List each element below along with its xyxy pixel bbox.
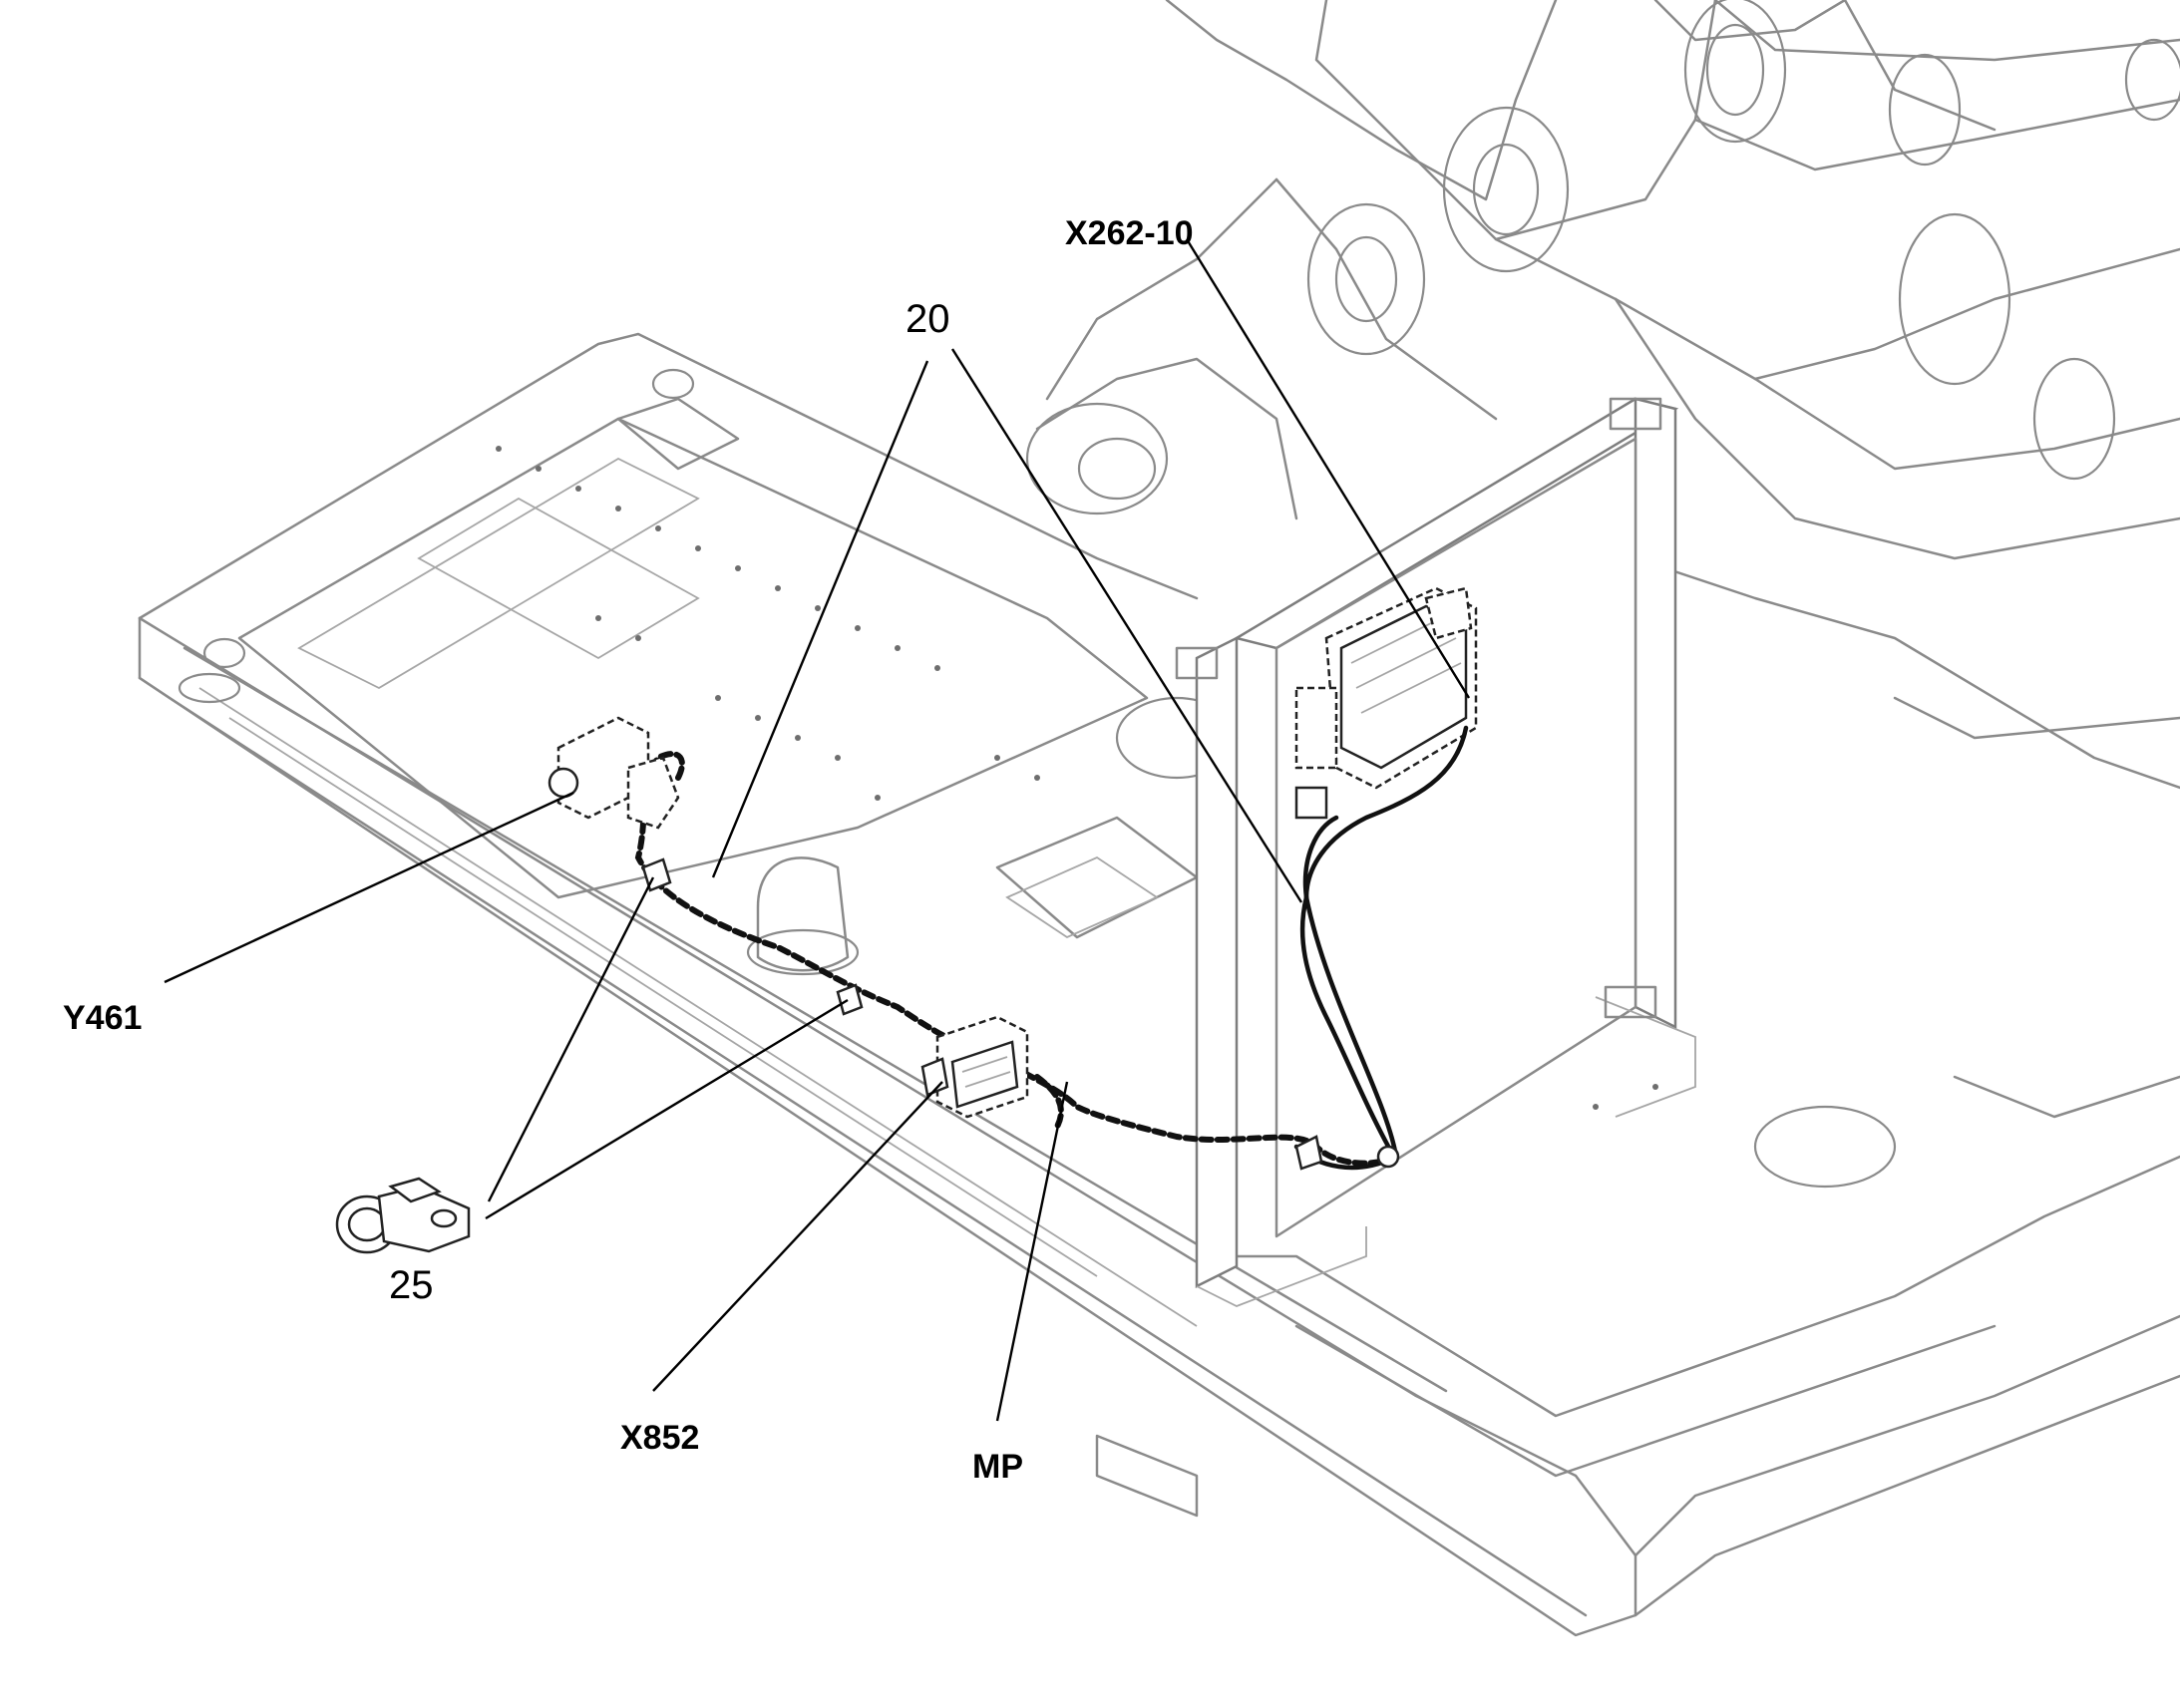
ecu-unit (1294, 586, 1478, 820)
callout-y461: Y461 (63, 999, 142, 1037)
mounting-frame (1175, 397, 1696, 1307)
leader-25-a (487, 876, 655, 1202)
leader-20-right (950, 348, 1303, 903)
leader-x852 (652, 1081, 943, 1392)
callout-x262-10: X262-10 (1065, 214, 1194, 252)
leader-y461 (164, 791, 574, 984)
leader-mp (995, 1081, 1069, 1422)
upper-structure (1025, 0, 2180, 1189)
callout-x852: X852 (620, 1419, 699, 1457)
chassis-platform (138, 332, 2180, 1637)
leader-20-left (711, 360, 929, 878)
components (547, 716, 1400, 1171)
callout-20: 20 (906, 297, 950, 341)
leader-x262-10 (1185, 238, 1471, 699)
callout-mp: MP (972, 1448, 1023, 1486)
leader-lines (164, 238, 1471, 1422)
clamp-25-illustration (335, 1177, 471, 1254)
leader-25-b (485, 998, 849, 1220)
callout-25: 25 (389, 1263, 434, 1307)
callout-labels: X262-10 20 Y461 25 X852 MP (63, 214, 1194, 1486)
